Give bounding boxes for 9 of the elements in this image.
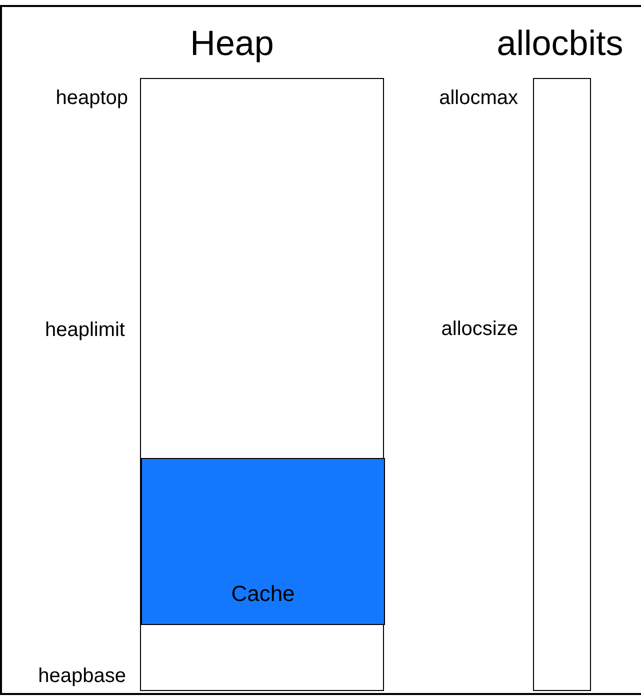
column-heading: allocbits	[496, 24, 624, 64]
address-label: heaptop	[56, 86, 128, 110]
address-label: heapbase	[38, 664, 126, 688]
cache-region	[141, 458, 385, 625]
address-label: allocmax	[439, 86, 518, 110]
address-label: heaplimit	[44, 318, 125, 342]
address-label: allocsize	[441, 317, 518, 341]
column-heading: Heap	[190, 24, 274, 64]
region-label: Cache	[231, 582, 295, 606]
